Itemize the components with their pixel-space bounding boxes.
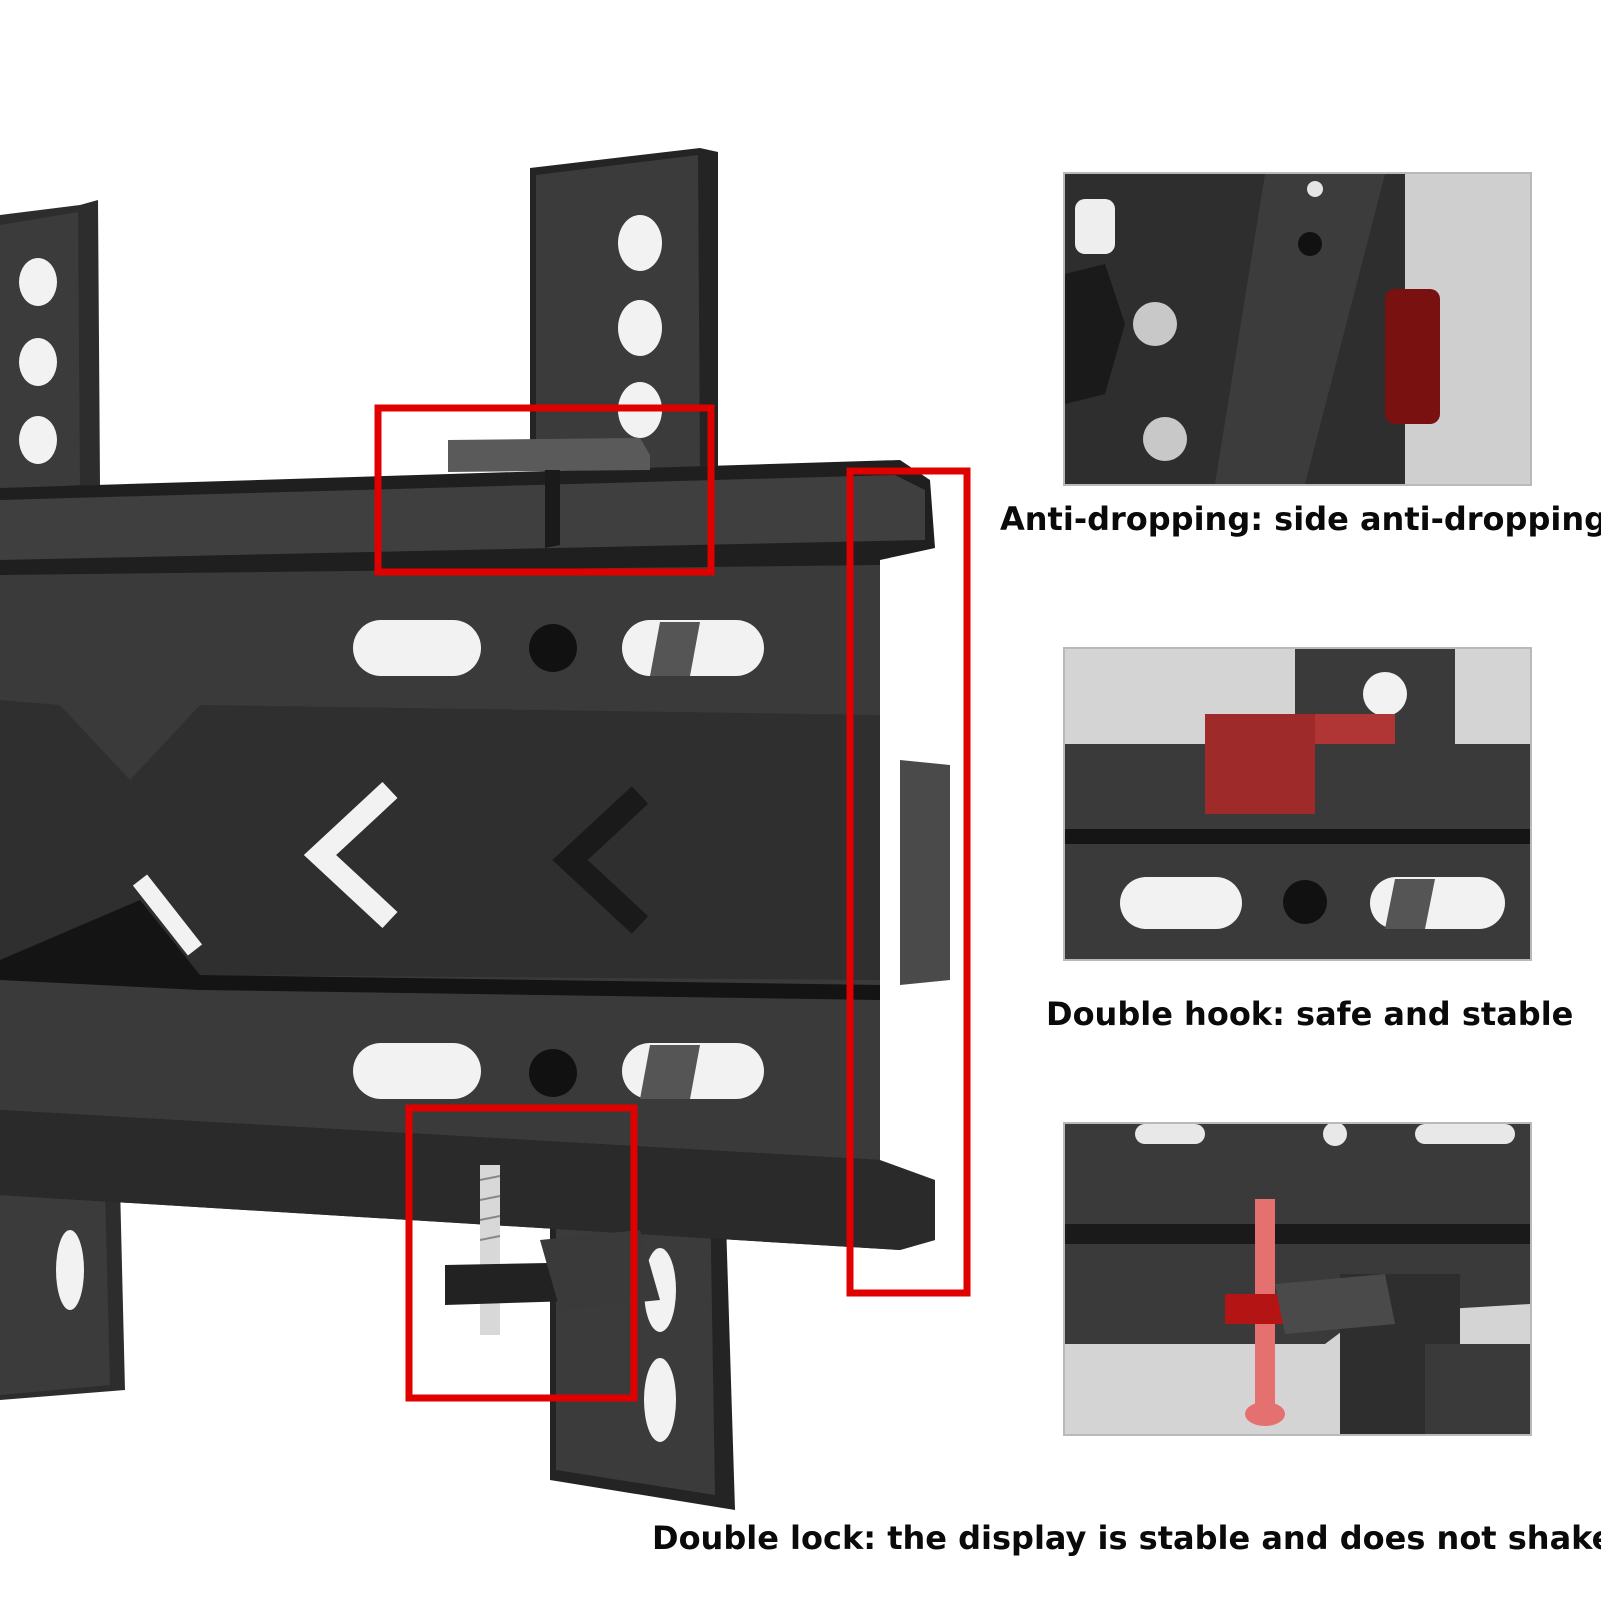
caption-double-lock: Double lock: the display is stable and d… (652, 1519, 1601, 1557)
screw-assembly (445, 1165, 660, 1335)
top-hook (448, 438, 650, 548)
caption-double-hook: Double hook: safe and stable (1046, 995, 1574, 1033)
highlight-box-top-hook (374, 404, 715, 576)
main-plate (0, 460, 950, 1250)
detail-panel-anti-dropping (1063, 172, 1532, 486)
highlight-box-side-edge (846, 467, 971, 1297)
lower-left-arm (0, 1185, 125, 1400)
detail-panel-double-lock (1063, 1122, 1532, 1436)
caption-anti-dropping: Anti-dropping: side anti-dropping (1000, 500, 1601, 538)
upper-left-arm (0, 200, 100, 490)
highlight-box-screw-lock (405, 1104, 638, 1402)
upper-right-arm (530, 148, 718, 470)
detail-panel-double-hook (1063, 647, 1532, 961)
